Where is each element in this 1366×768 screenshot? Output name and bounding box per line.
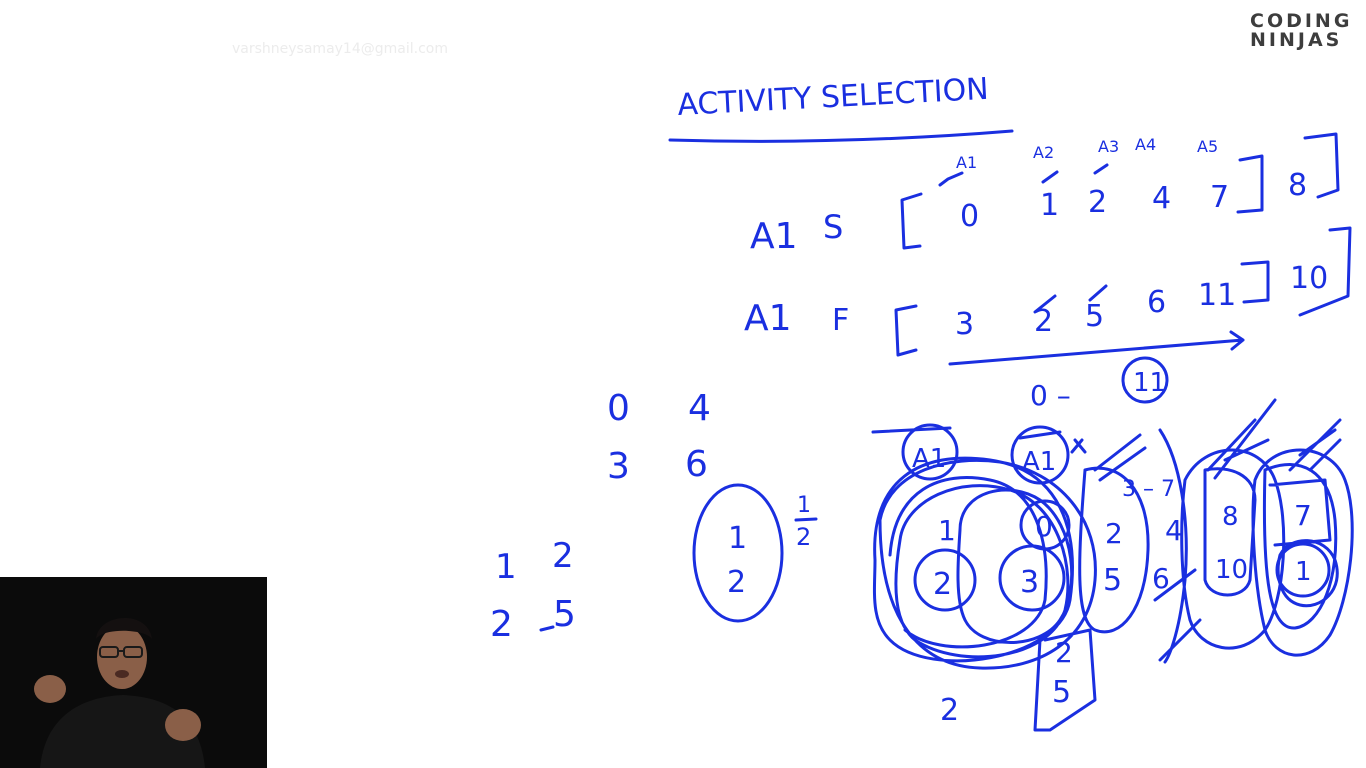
finish-value: 3 (955, 307, 974, 342)
row-label-finish: A1 (744, 298, 792, 339)
range-circle (1121, 356, 1169, 404)
start-bracket-right (1303, 132, 1340, 199)
scratch-number: 5 (553, 594, 576, 635)
scratch-number: 6 (685, 444, 708, 485)
finish-bracket-inner (1240, 260, 1270, 304)
cluster-label: 0 (1035, 510, 1053, 543)
cluster-label: 2 (933, 567, 952, 602)
cluster-label: 5 (1103, 563, 1122, 598)
cluster-label: 8 (1222, 502, 1239, 532)
start-bracket-inner (1236, 154, 1264, 214)
start-value: 7 (1210, 180, 1229, 215)
tick-marks (938, 163, 1109, 187)
cluster-circle (913, 548, 977, 612)
cluster-label: 3 – 7 (1122, 477, 1175, 502)
cluster-label: 5 (1052, 675, 1071, 710)
start-value: 0 (960, 199, 979, 234)
cluster-label: 4 (1165, 514, 1183, 547)
activity-label: A3 (1098, 137, 1119, 156)
cluster-label: 1 (1295, 557, 1312, 587)
cluster-label: A1 (912, 444, 946, 474)
presenter-figure (0, 577, 267, 768)
cluster-circle (1275, 542, 1331, 598)
cluster-label: 3 (1020, 565, 1039, 600)
row-marker-finish: F (832, 303, 849, 338)
presenter-webcam (0, 577, 267, 768)
activity-label: A2 (1033, 143, 1054, 162)
row-label-start: A1 (750, 216, 798, 257)
cluster-circle (1010, 425, 1070, 485)
finish-value: 10 (1290, 261, 1328, 296)
start-value: 2 (1088, 185, 1107, 220)
coding-ninjas-logo: CODING NINJAS (1250, 10, 1355, 52)
cluster-label: 6 (1152, 562, 1170, 595)
logo-line-2: NINJAS (1250, 29, 1343, 51)
cluster-label: 2 (1105, 517, 1123, 550)
title-underline (668, 129, 1014, 143)
circled-number: 1 (728, 521, 747, 556)
logo-line-1: CODING (1250, 10, 1353, 32)
cluster-label: 10 (1215, 555, 1248, 585)
strike-marks (1033, 284, 1108, 314)
scratch-number: 4 (688, 388, 711, 429)
activity-label: A5 (1197, 137, 1218, 156)
range-start: 0 – (1030, 379, 1071, 412)
finish-bracket-left (894, 304, 918, 357)
scratch-number: 2 (552, 536, 574, 576)
scratch-number: 3 (607, 446, 630, 487)
cluster-strikes (871, 398, 1342, 662)
fraction-bar (794, 517, 818, 522)
finish-value: 5 (1085, 299, 1104, 334)
email-watermark: varshneysamay14@gmail.com (232, 41, 448, 57)
cluster-circle (901, 423, 959, 481)
finish-value: 6 (1147, 285, 1166, 320)
cluster-circle (1019, 499, 1071, 551)
finish-value: 2 (1034, 304, 1053, 339)
side-number: 2 (796, 523, 811, 551)
finish-bracket-right (1298, 226, 1352, 317)
cluster-label: 7 (1294, 499, 1312, 532)
cluster-label: 1 (938, 514, 956, 547)
scratch-number: 1 (495, 547, 517, 587)
scratch-number: 0 (607, 388, 630, 429)
board-title: ACTIVITY SELECTION (677, 72, 990, 123)
activity-label: A4 (1135, 135, 1156, 154)
cluster-label: 2 (940, 693, 959, 728)
activity-label: A1 (956, 153, 977, 172)
start-bracket-left (900, 192, 923, 250)
cluster-scribbles (872, 428, 1354, 732)
circled-pair-loop (692, 483, 784, 623)
scratch-number: 2 (490, 604, 513, 645)
cluster-label: A1 (1022, 447, 1056, 477)
start-value: 4 (1152, 181, 1171, 216)
start-value: 8 (1288, 168, 1307, 203)
circled-number: 2 (727, 565, 746, 600)
row-marker-start: S (823, 208, 843, 246)
scratch-dash (539, 625, 555, 632)
range-end: 11 (1133, 368, 1166, 398)
side-number: 1 (797, 493, 811, 518)
cluster-label: 2 (1055, 636, 1073, 669)
start-value: 1 (1040, 188, 1059, 223)
sort-arrow (948, 330, 1245, 366)
finish-value: 11 (1198, 278, 1236, 313)
